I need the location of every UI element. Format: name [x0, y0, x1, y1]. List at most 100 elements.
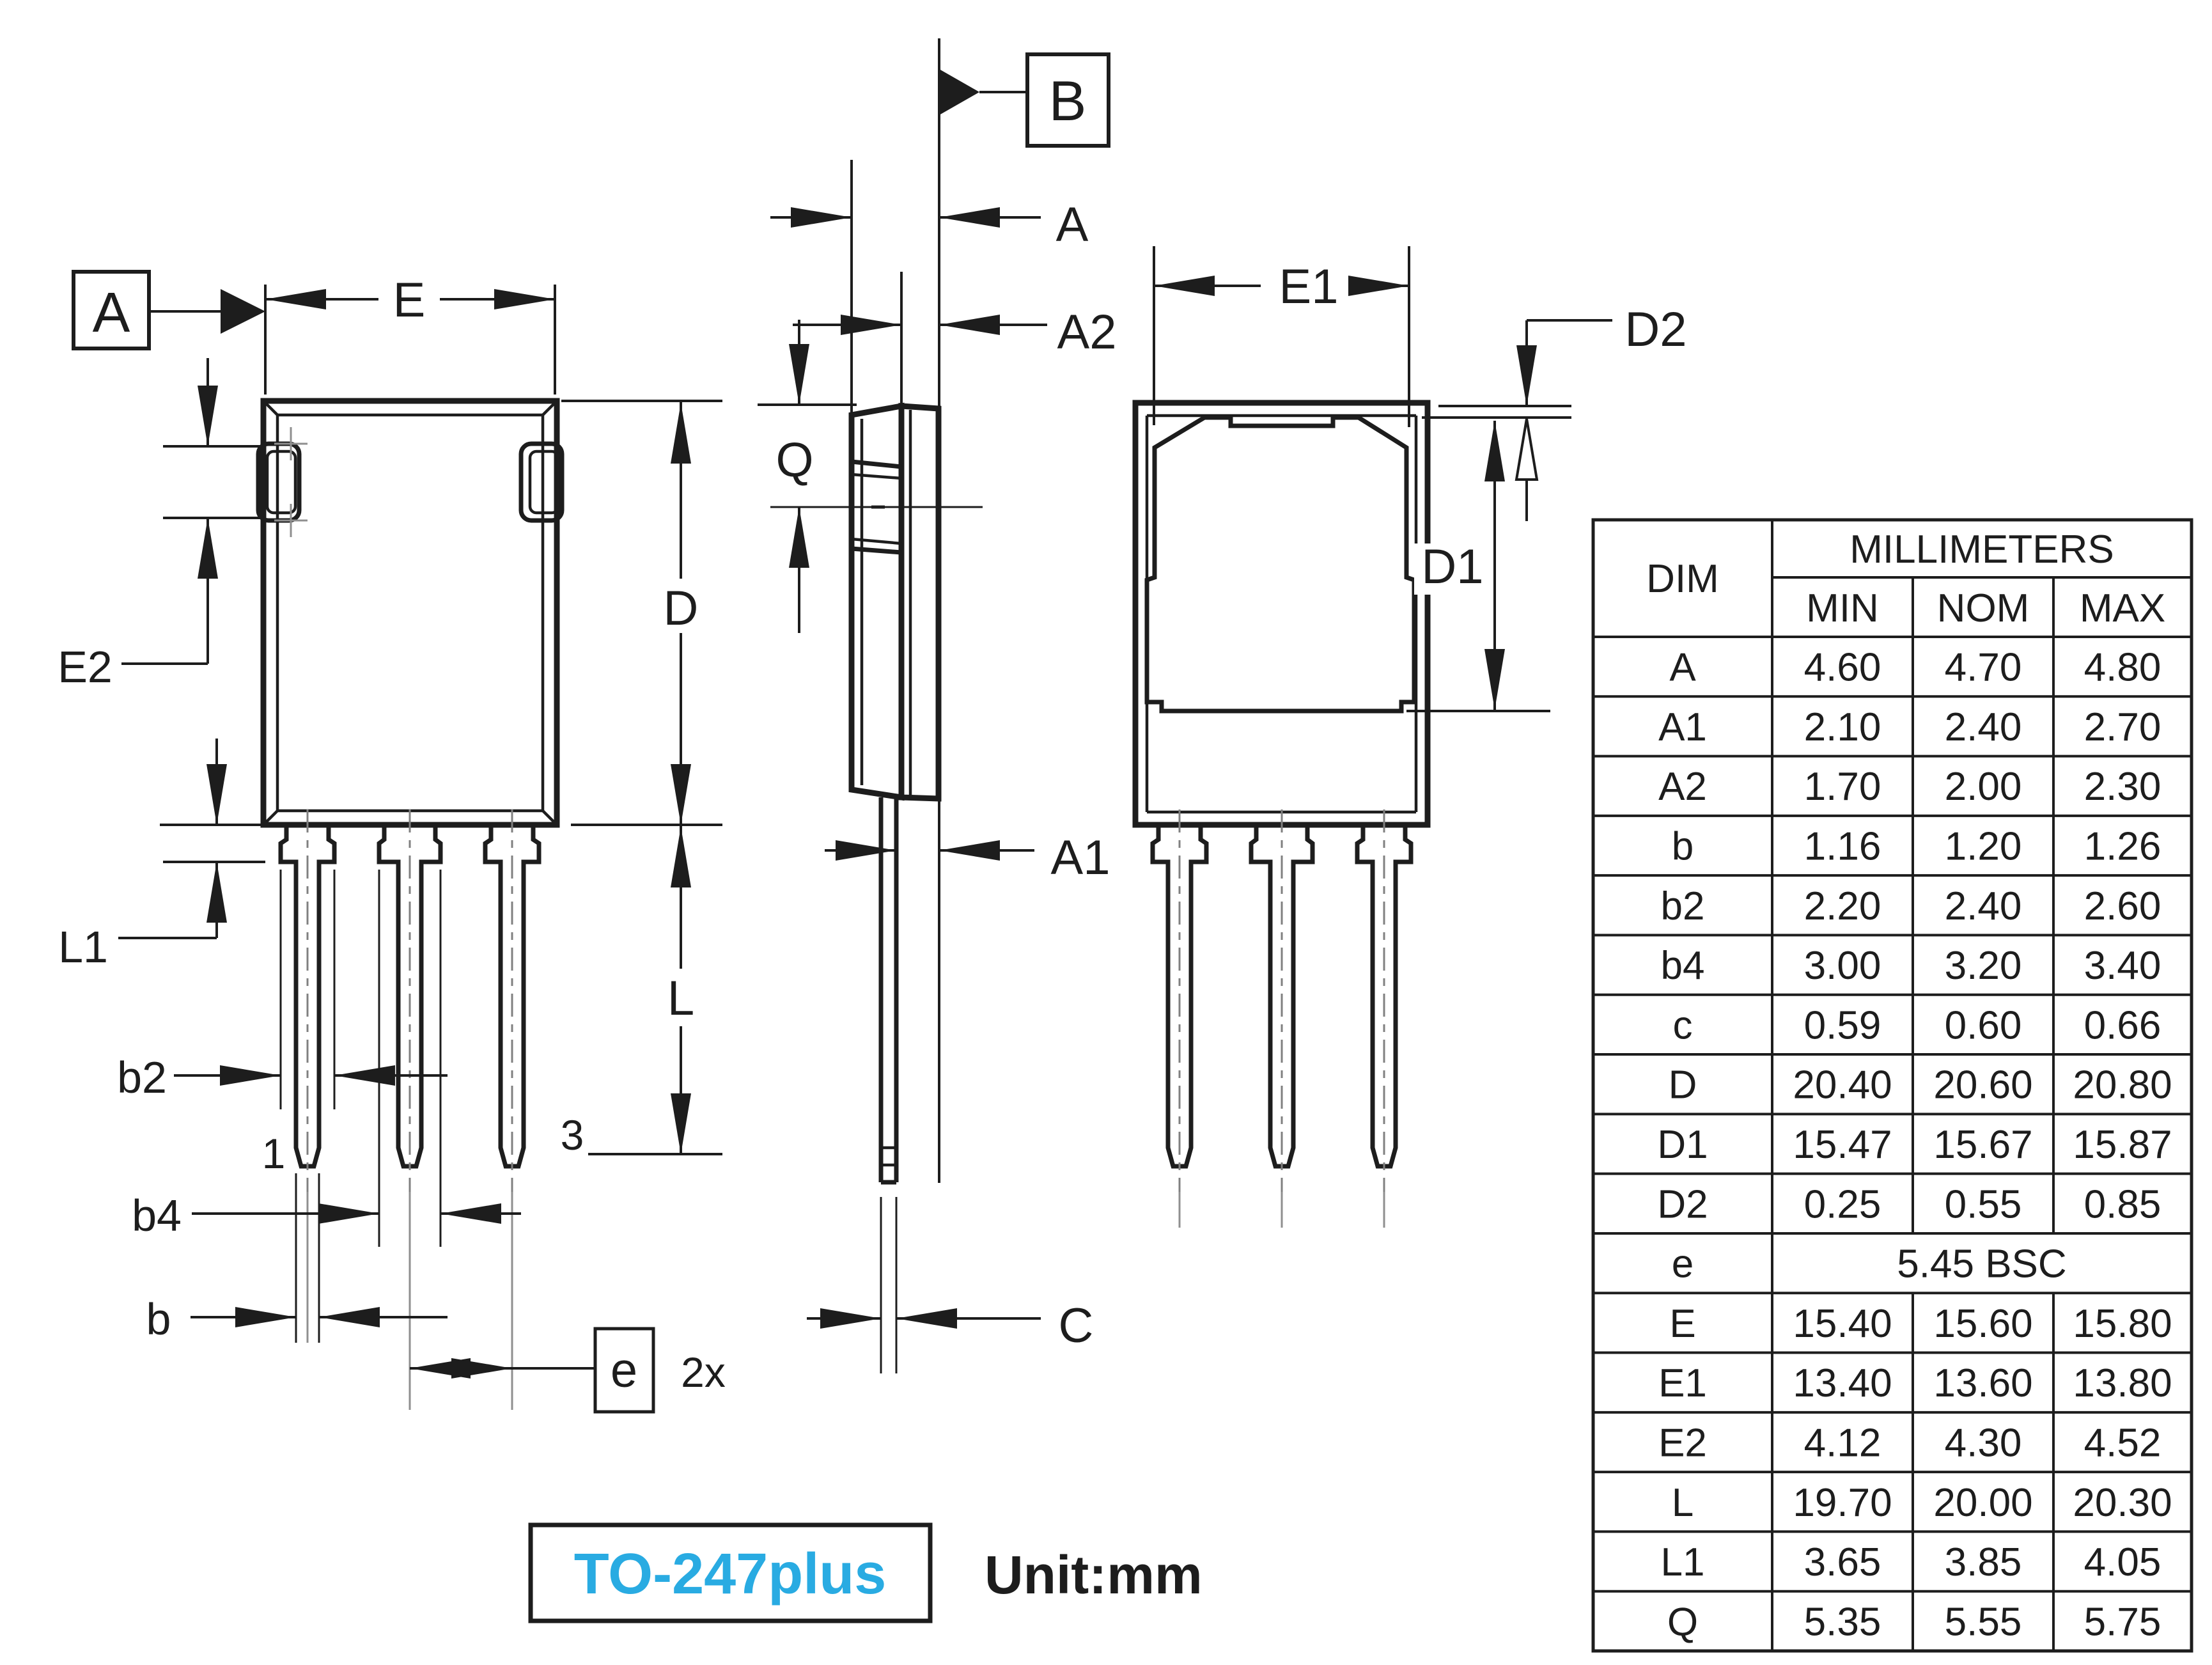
table-cell-nom: 0.60 [1945, 1003, 2022, 1047]
table-cell-nom: 0.55 [1945, 1182, 2022, 1226]
side-heatsink-outline [898, 403, 942, 802]
table-cell-nom: 5.55 [1945, 1600, 2022, 1644]
dim-A: A [770, 198, 1089, 252]
table-cell-max: 20.80 [2073, 1063, 2172, 1107]
dim-b4: b4 [132, 870, 521, 1247]
table-header-dim: DIM [1646, 557, 1719, 601]
back-leg-centerlines [1178, 809, 1385, 1228]
table-cell-max: 5.75 [2084, 1600, 2161, 1644]
table-cell-min: 1.70 [1804, 765, 1881, 809]
dim-label-a2: A2 [1057, 305, 1117, 359]
table-cell-nom: 4.30 [1945, 1421, 2022, 1465]
dim-label-d2: D2 [1624, 302, 1686, 357]
table-cell-min: 0.25 [1804, 1182, 1881, 1226]
side-view [770, 38, 983, 1185]
table-header-nom: NOM [1937, 586, 2030, 630]
notch-center-marks [274, 427, 308, 537]
table-cell-nom: 20.00 [1933, 1481, 2032, 1525]
table-cell-nom: 15.67 [1933, 1123, 2032, 1167]
table-cell-dim: L [1672, 1481, 1694, 1525]
table-header-max: MAX [2080, 586, 2165, 630]
table-cell-min: 20.40 [1793, 1063, 1892, 1107]
table-cell-min: 4.12 [1804, 1421, 1881, 1465]
table-border [1591, 518, 2193, 1653]
table-cell-min: 4.60 [1804, 646, 1881, 690]
datum-b-box [1025, 52, 1110, 148]
datum-a-label: A [93, 281, 130, 344]
dim-label-d: D [664, 581, 699, 636]
table-cell-dim: L1 [1661, 1540, 1705, 1584]
table-cell-max: 4.05 [2084, 1540, 2161, 1584]
table-cell-min: 0.59 [1804, 1003, 1881, 1047]
table-cell-dim: E [1669, 1302, 1695, 1346]
dim-label-e1: E1 [1279, 260, 1339, 314]
table-cell-nom: 4.70 [1945, 646, 2022, 690]
dim-label-e-width: E [393, 273, 426, 327]
table-cell-max: 4.80 [2084, 646, 2161, 690]
table-cell-nom: 13.60 [1933, 1361, 2032, 1405]
dim-label-b2: b2 [117, 1052, 167, 1102]
package-name-box [528, 1522, 933, 1623]
datum-a: A [72, 270, 265, 350]
table-cell-nom: 15.60 [1933, 1302, 2032, 1346]
dim-L: L [588, 825, 722, 1155]
dim-label-q: Q [775, 433, 813, 487]
dim-label-b4: b4 [132, 1191, 182, 1240]
dim-label-b: b [146, 1294, 171, 1344]
table-cell-max: 1.26 [2084, 825, 2161, 869]
table-cell-max: 2.60 [2084, 884, 2161, 928]
table-cell-dim: A [1669, 646, 1696, 690]
table-cell-min: 3.65 [1804, 1540, 1881, 1584]
table-cell-dim: b4 [1661, 944, 1705, 988]
table-cell-min: 1.16 [1804, 825, 1881, 869]
back-body-outline [1132, 400, 1431, 828]
front-body-outline [260, 398, 560, 828]
dim-label-e2: E2 [58, 642, 113, 692]
table-cell-max: 0.85 [2084, 1182, 2161, 1226]
dim-Q: Q [758, 320, 857, 633]
dim-label-2x: 2x [681, 1348, 726, 1396]
table-cell-nom: 20.60 [1933, 1063, 2032, 1107]
dim-D2: D2 [1422, 302, 1687, 521]
dim-b2: b2 [117, 870, 448, 1109]
table-cell-min: 5.35 [1804, 1600, 1881, 1644]
side-lead [878, 797, 899, 1185]
table-cell-span: 5.45 BSC [1897, 1242, 2066, 1286]
dim-label-e-pitch: e [611, 1343, 637, 1398]
dim-L1: L1 [58, 739, 265, 972]
table-cell-dim: E1 [1658, 1361, 1707, 1405]
datum-b-triangle [939, 69, 979, 115]
table-header-unit: MILLIMETERS [1850, 528, 2114, 572]
table-cell-nom: 2.40 [1945, 705, 2022, 749]
dim-b: b [146, 1173, 448, 1344]
table-cell-min: 2.20 [1804, 884, 1881, 928]
table-cell-dim: D [1669, 1063, 1697, 1107]
package-name: TO-247plus [574, 1542, 887, 1606]
dim-label-c: C [1059, 1299, 1094, 1353]
table-cell-min: 19.70 [1793, 1481, 1892, 1525]
table-cell-dim: c [1673, 1003, 1693, 1047]
dim-E2: E2 [58, 358, 263, 692]
table-cell-dim: A2 [1658, 765, 1707, 809]
table-cell-min: 13.40 [1793, 1361, 1892, 1405]
unit-label: Unit:mm [985, 1545, 1203, 1605]
datum-a-triangle [221, 289, 265, 334]
table-cell-dim: D1 [1657, 1123, 1708, 1167]
table-cell-dim: E2 [1658, 1421, 1707, 1465]
dim-E: E [264, 273, 556, 395]
table-cell-max: 15.80 [2073, 1302, 2172, 1346]
table-cell-dim: e [1672, 1242, 1694, 1286]
back-pad-outline [1144, 415, 1417, 714]
table-cell-nom: 2.00 [1945, 765, 2022, 809]
table-cell-max: 0.66 [2084, 1003, 2161, 1047]
front-view: 1 3 [256, 398, 584, 1410]
dim-D: D [561, 400, 722, 826]
datum-b: B [939, 52, 1110, 148]
front-leg-centerlines [306, 809, 513, 1410]
table-cell-max: 2.30 [2084, 765, 2161, 809]
back-view [1132, 400, 1431, 1228]
table-cell-dim: A1 [1658, 705, 1707, 749]
